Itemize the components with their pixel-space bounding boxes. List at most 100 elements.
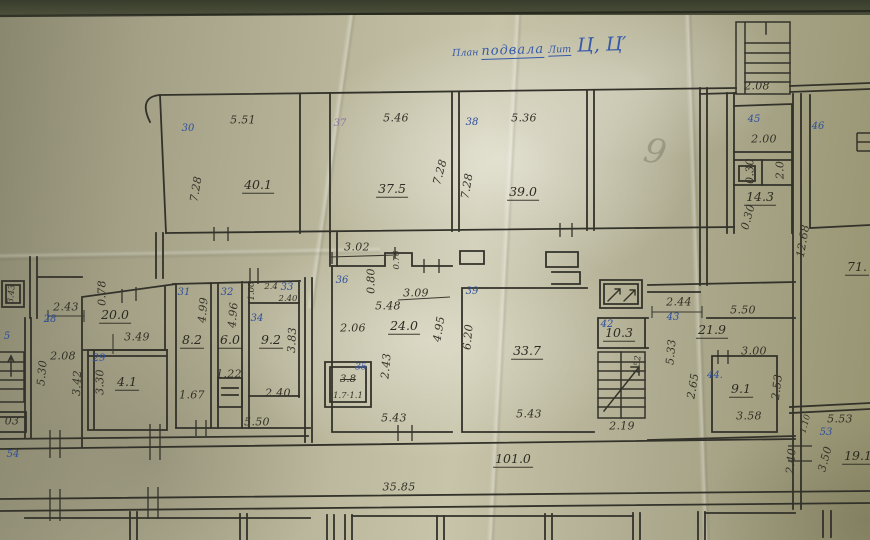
area-label: 21.9 <box>696 321 728 339</box>
dimension-label: 35.85 <box>382 480 416 494</box>
dimension-label: 2.00 <box>751 132 777 146</box>
room-number: 53 <box>819 427 833 438</box>
staircase-center-icon <box>597 351 646 419</box>
dimension-label: 3.00 <box>741 344 767 358</box>
area-label: 20.0 <box>99 306 131 324</box>
room-number: 29 <box>92 353 106 364</box>
door-tick-marks <box>49 223 812 521</box>
dimension-label: 1.00 <box>246 281 257 301</box>
area-label: 24.0 <box>388 317 420 335</box>
dimension-label: 5.33 <box>663 338 679 366</box>
dimension-label: 0.76 <box>391 250 402 270</box>
dimension-label: 5.50 <box>244 415 270 429</box>
dimension-label: 3.02 <box>344 240 370 254</box>
room-number: 43 <box>666 312 680 323</box>
dimension-label: 0.80 <box>364 268 378 294</box>
dimension-label: 5.43 <box>381 411 407 425</box>
dimension-label: 2.40 <box>278 293 298 304</box>
dimension-label: 5.30 <box>34 359 50 387</box>
area-label: 9.1 <box>729 380 753 398</box>
room-number: 54 <box>6 449 20 460</box>
entry-arrows-icon <box>607 288 636 302</box>
dimension-label: 2.19 <box>609 419 635 433</box>
staircase-top-right-icon <box>735 21 791 95</box>
pencil-mark: 9 <box>640 130 670 174</box>
dimension-label: 12.68 <box>793 223 813 259</box>
dimension-label: 4.95 <box>430 315 448 343</box>
area-label: 40.1 <box>242 176 274 194</box>
dimension-label: 0.30 <box>743 158 757 184</box>
dimension-label: 4.96 <box>225 301 241 329</box>
dimension-label: 2.65 <box>684 372 702 400</box>
room-number: 31 <box>177 287 191 298</box>
dimension-label: 03 <box>4 414 20 428</box>
area-label: 71. <box>845 258 869 276</box>
dimension-label: 3.58 <box>736 409 762 423</box>
dimension-label: 2.4 <box>264 281 278 292</box>
room-number: 30 <box>181 123 195 134</box>
paper-edge-line <box>0 9 870 18</box>
area-label: 6.0 <box>218 331 242 349</box>
dimension-label: 2.0 <box>773 160 787 180</box>
room-number: 32 <box>220 287 234 298</box>
walls <box>0 82 870 540</box>
dimension-label: 1.7·1.1 <box>333 390 363 401</box>
dimension-label: 2.40 <box>783 447 799 475</box>
area-label: 33.7 <box>511 342 543 360</box>
dimension-label: 4.99 <box>195 296 211 324</box>
area-label: 37.5 <box>376 180 408 198</box>
area-label: 10.3 <box>603 324 635 342</box>
dimension-label: 3.83 <box>284 326 300 354</box>
room-number: 39 <box>465 286 479 297</box>
dimension-label: 1.52 <box>631 355 644 375</box>
dimension-label: 3.49 <box>124 330 150 344</box>
room-number: 38 <box>465 117 479 128</box>
room-number: 36 <box>335 275 349 286</box>
room-number: 33 <box>280 282 294 293</box>
area-label: 8.2 <box>180 331 204 349</box>
dimension-label: 7.28 <box>458 172 476 200</box>
dimension-label: 6.20 <box>460 323 476 351</box>
room-number: 42 <box>600 319 614 330</box>
dimension-label: 1.67 <box>179 388 205 402</box>
room-number: 34 <box>250 313 264 324</box>
area-label: 4.1 <box>115 373 139 391</box>
area-label: 14.3 <box>744 188 776 206</box>
crossed-dimension: 3.8 <box>340 374 356 385</box>
dimension-label: 5.36 <box>511 111 537 125</box>
area-label: 19.1 <box>842 449 870 465</box>
area-label: 39.0 <box>507 183 539 201</box>
dimension-label: 2.40 <box>265 386 291 400</box>
dimension-label: 1.10 <box>798 413 814 435</box>
dimension-label: 5.48 <box>375 299 401 313</box>
dimension-lines <box>47 254 703 354</box>
dimension-label: 3.43 <box>5 284 18 304</box>
dimension-label: 0.78 <box>95 280 109 306</box>
dimension-label: 2.06 <box>340 321 366 335</box>
dimension-label: 2.08 <box>50 349 76 363</box>
dimension-label: 0.30 <box>738 202 758 232</box>
area-label: 101.0 <box>493 450 533 468</box>
dimension-label: 5.43 <box>516 407 542 421</box>
dimension-label: 5.53 <box>827 412 853 426</box>
dimension-label: 3.42 <box>69 369 85 397</box>
room-number: 37 <box>333 118 347 129</box>
shelf-marks-icon <box>856 132 870 152</box>
dimension-label: 1.22 <box>216 367 242 381</box>
staircase-left-icon <box>0 351 25 403</box>
room-number: 28 <box>43 314 57 325</box>
crossed-room-number: 35 <box>355 362 367 373</box>
dimension-label: 5.51 <box>230 113 256 127</box>
room-number: 45 <box>747 114 761 125</box>
dimension-label: 2.43 <box>53 300 79 314</box>
dimension-label: 2.08 <box>744 79 770 93</box>
area-label: 9.2 <box>259 331 283 349</box>
dimension-label: 5.46 <box>383 111 409 125</box>
room-number: 44. <box>707 370 723 381</box>
dimension-label: 7.28 <box>430 157 450 187</box>
dimension-label: 3.09 <box>403 286 429 300</box>
dimension-label: 5.50 <box>730 303 756 317</box>
